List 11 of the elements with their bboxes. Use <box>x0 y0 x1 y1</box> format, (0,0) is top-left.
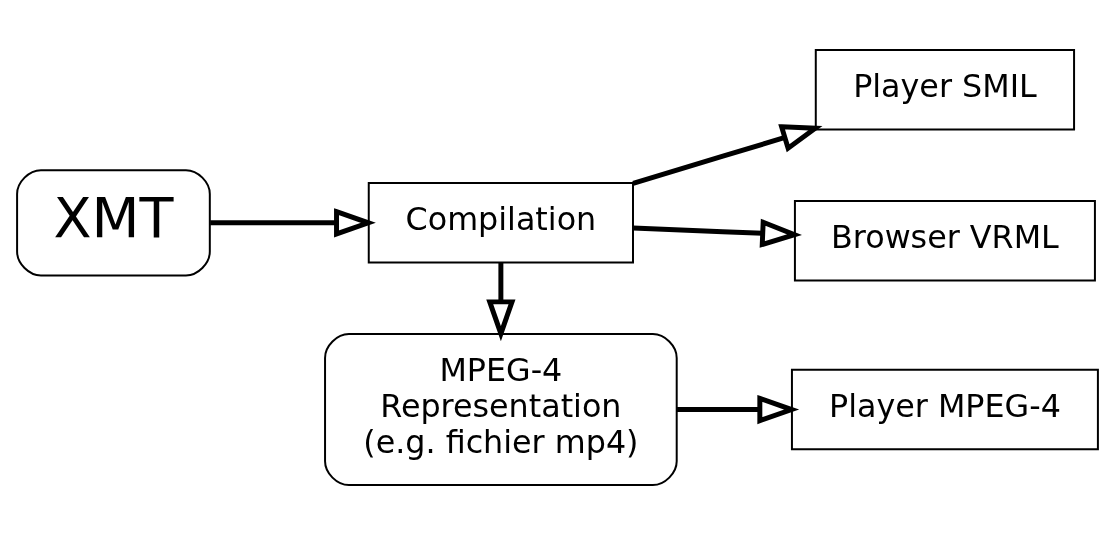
arrow <box>633 218 802 248</box>
node-box: Player MPEG-4 <box>790 368 1099 451</box>
node-box: Compilation <box>367 182 634 264</box>
node-box: Player SMIL <box>814 48 1076 131</box>
node-box: MPEG-4 Representation (e.g. fichier mp4) <box>324 333 678 487</box>
node-box: XMT <box>16 169 211 277</box>
node-box: Browser VRML <box>793 199 1096 282</box>
arrow <box>632 124 823 186</box>
arrow <box>486 262 516 342</box>
arrow <box>676 394 800 425</box>
arrow <box>210 208 376 238</box>
